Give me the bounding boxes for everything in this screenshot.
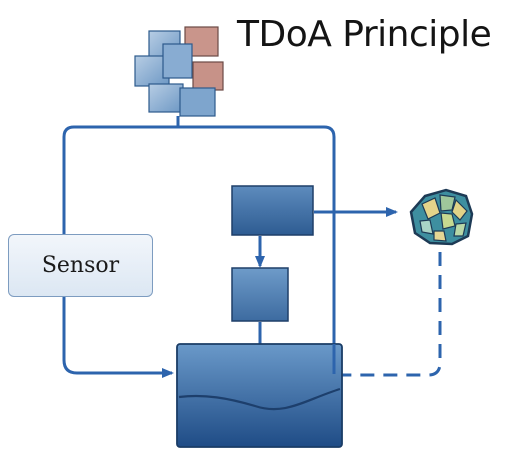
processor-box — [231, 185, 314, 236]
right-signal-path — [178, 125, 336, 372]
analyzer-box — [231, 267, 289, 322]
tank-box — [176, 343, 343, 448]
left-signal-path — [62, 116, 180, 378]
target-cluster-icon — [409, 188, 474, 246]
signal-wave — [178, 387, 341, 411]
sensor-box: Sensor — [8, 234, 153, 297]
sensor-array-icon — [134, 26, 224, 117]
sensor-label: Sensor — [41, 253, 120, 278]
target-return-path — [330, 252, 442, 377]
diagram-title: TDoA Principle — [237, 14, 492, 55]
